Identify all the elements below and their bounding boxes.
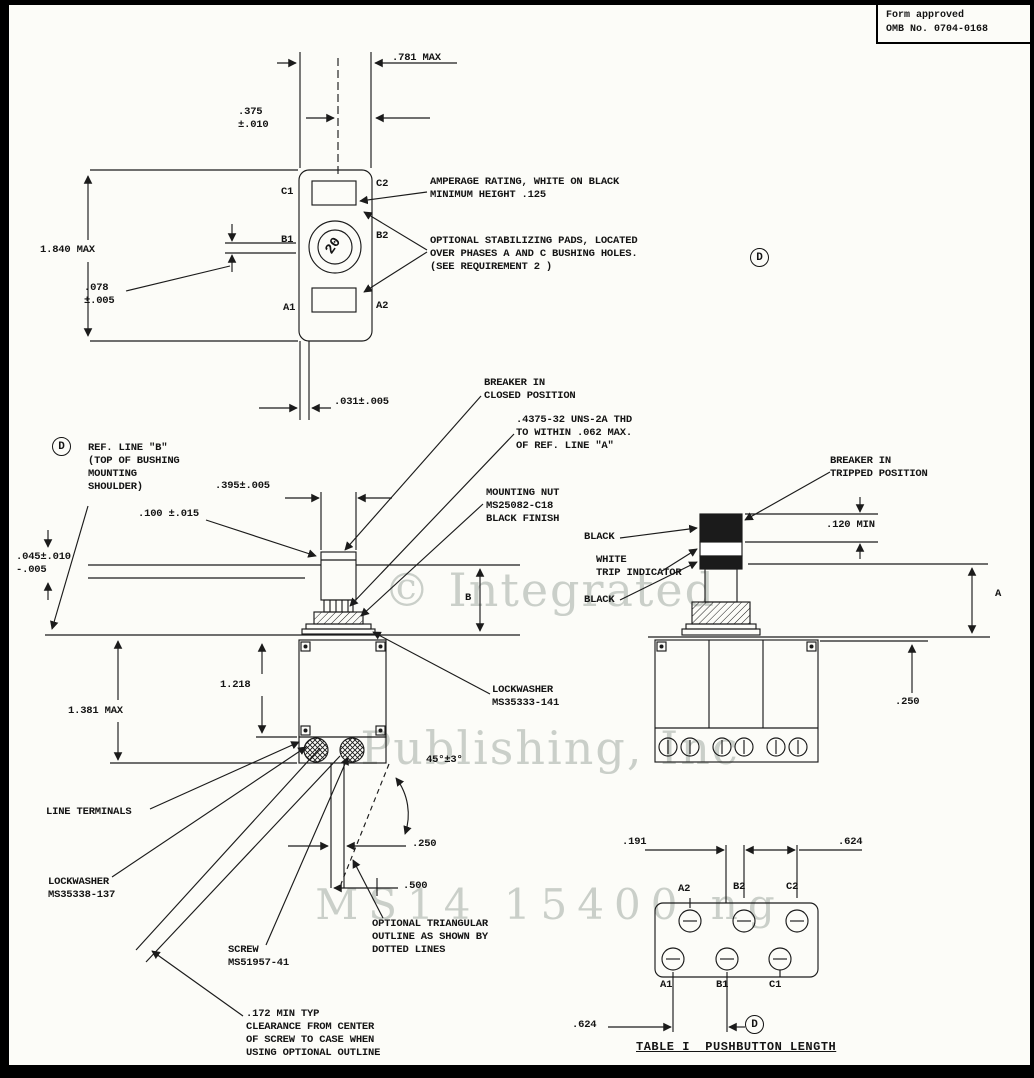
terminal-a2-bottom: A2	[678, 883, 691, 895]
dim-letter-a: A	[995, 588, 1002, 600]
dim-letter-b: B	[465, 592, 472, 604]
dim-395: .395±.005	[215, 480, 270, 492]
dim-1381-max: 1.381 MAX	[68, 705, 123, 717]
ref-line-b-note: REF. LINE "B" (TOP OF BUSHING MOUNTING S…	[88, 442, 180, 494]
terminal-b2: B2	[376, 230, 389, 242]
table-caption: TABLE I PUSHBUTTON LENGTH	[636, 1040, 837, 1054]
terminal-c1: C1	[281, 186, 294, 198]
watermark: © Integrated Publishing, Inc MS14 15400 …	[250, 458, 850, 1035]
dim-1218: 1.218	[220, 679, 251, 691]
sheet-border-top	[0, 0, 1034, 5]
sheet-border-left	[0, 0, 9, 1078]
dim-500: .500	[403, 880, 428, 892]
terminal-c1-bottom: C1	[769, 979, 782, 991]
callout-lockwasher-141: LOCKWASHER MS35333-141	[492, 684, 560, 710]
top-view-linework	[83, 52, 457, 420]
dim-031: .031±.005	[334, 396, 389, 408]
form-approval-box: Form approved OMB No. 0704-0168	[876, 5, 1030, 44]
terminal-c2-bottom: C2	[786, 881, 799, 893]
terminal-c2: C2	[376, 178, 389, 190]
datum-flag-side: D	[52, 437, 71, 456]
form-approved-text: Form approved	[886, 10, 965, 21]
callout-thread-spec: .4375-32 UNS-2A THD TO WITHIN .062 MAX. …	[516, 414, 632, 453]
callout-breaker-tripped: BREAKER IN TRIPPED POSITION	[830, 455, 928, 481]
dim-1840-max: 1.840 MAX	[40, 244, 95, 256]
sheet-border-bottom	[0, 1065, 1034, 1078]
callout-line-terminals: LINE TERMINALS	[46, 806, 132, 818]
dim-191: .191	[622, 836, 647, 848]
terminal-b1: B1	[281, 234, 294, 246]
label-black-top: BLACK	[584, 531, 615, 543]
datum-flag-bottom: D	[745, 1015, 764, 1034]
dim-624-bottom: .624	[572, 1019, 597, 1031]
datum-letter: D	[751, 1018, 758, 1031]
callout-triangular-outline: OPTIONAL TRIANGULAR OUTLINE AS SHOWN BY …	[372, 918, 488, 957]
datum-flag-top: D	[750, 248, 769, 267]
dim-781-max: .781 MAX	[392, 52, 441, 64]
callout-amperage-rating: AMPERAGE RATING, WHITE ON BLACK MINIMUM …	[430, 176, 620, 202]
terminal-a1-bottom: A1	[660, 979, 673, 991]
omb-number-text: OMB No. 0704-0168	[886, 23, 989, 35]
label-white-trip-indicator: WHITE TRIP INDICATOR	[596, 554, 682, 580]
side-view-linework	[43, 395, 520, 1017]
tripped-view-linework	[619, 471, 990, 763]
watermark-line2: Publishing, Inc	[360, 721, 740, 776]
terminal-a1: A1	[283, 302, 296, 314]
callout-mounting-nut: MOUNTING NUT MS25082-C18 BLACK FINISH	[486, 487, 560, 526]
datum-letter: D	[756, 251, 763, 264]
watermark-line1: © Integrated	[383, 562, 717, 617]
dim-078: .078 ±.005	[84, 282, 115, 308]
callout-stabilizing-pads: OPTIONAL STABILIZING PADS, LOCATED OVER …	[430, 235, 638, 274]
dim-250-tripped: .250	[895, 696, 920, 708]
sheet-border-right	[1030, 0, 1034, 1078]
dim-624-top: .624	[838, 836, 863, 848]
callout-breaker-closed: BREAKER IN CLOSED POSITION	[484, 377, 576, 403]
callout-lockwasher-137: LOCKWASHER MS35338-137	[48, 876, 116, 902]
callout-screw: SCREW MS51957-41	[228, 944, 290, 970]
callout-screw-clearance: .172 MIN TYP CLEARANCE FROM CENTER OF SC…	[246, 1008, 381, 1060]
dim-100: .100 ±.015	[138, 508, 200, 520]
dim-045: .045±.010 -.005	[16, 551, 71, 577]
dim-375: .375 ±.010	[238, 106, 269, 132]
terminal-a2: A2	[376, 300, 389, 312]
dim-250-side: .250	[412, 838, 437, 850]
dim-45-deg: 45°±3°	[426, 754, 463, 766]
bottom-view-linework	[608, 845, 862, 1032]
terminal-b2-bottom: B2	[733, 881, 746, 893]
label-black-bottom: BLACK	[584, 594, 615, 606]
terminal-b1-bottom: B1	[716, 979, 729, 991]
dim-120-min: .120 MIN	[826, 519, 875, 531]
datum-letter: D	[58, 440, 65, 453]
